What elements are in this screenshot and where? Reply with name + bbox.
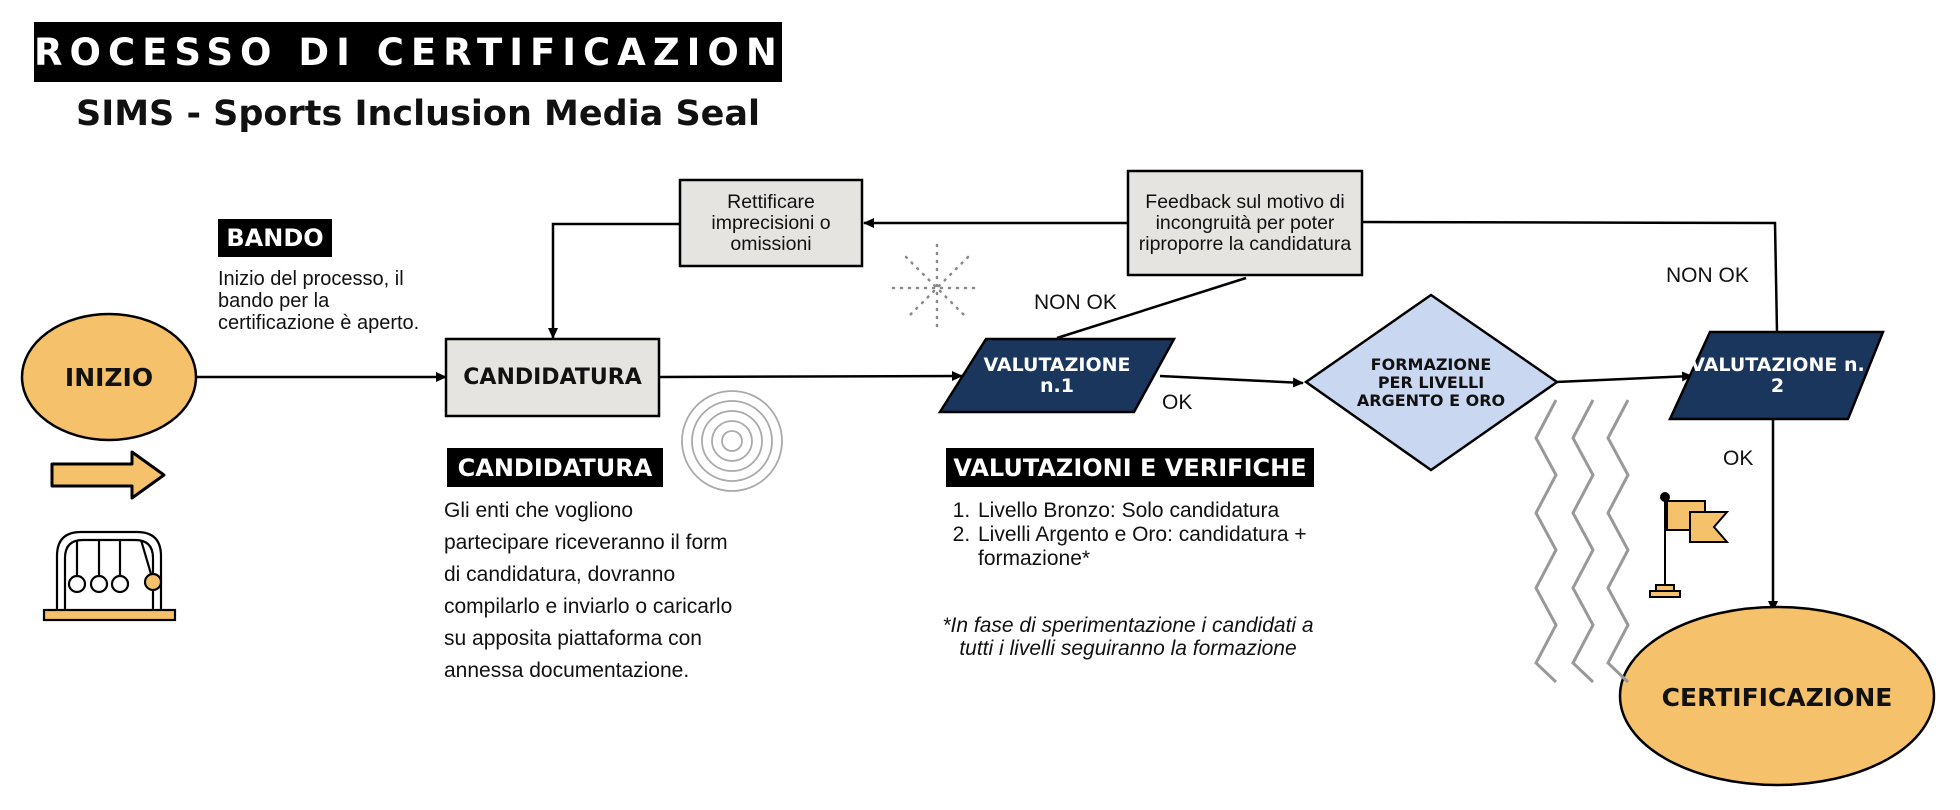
candidatura-node bbox=[444, 337, 661, 418]
sparkle-icon bbox=[891, 243, 983, 334]
feedback-label: Feedback sul motivo di incongruità per p… bbox=[1138, 190, 1352, 255]
edge-valutazione1-feedback bbox=[1056, 276, 1247, 340]
rettificare-node bbox=[678, 178, 864, 268]
valutazione1-node bbox=[937, 337, 1177, 414]
formazione-label: FORMAZIONE PER LIVELLI ARGENTO E ORO bbox=[1356, 355, 1506, 410]
edge-label-ok-2: OK bbox=[1723, 447, 1754, 470]
page-subtitle: SIMS - Sports Inclusion Media Seal bbox=[76, 94, 761, 134]
edge-rettificare-candidatura bbox=[548, 222, 680, 339]
valutazioni-note: *In fase di sperimentazione i candidati … bbox=[942, 614, 1314, 660]
candidatura-heading: CANDIDATURA bbox=[447, 448, 663, 487]
target-icon bbox=[681, 390, 783, 492]
rettificare-label: Rettificare imprecisioni o omissioni bbox=[711, 190, 831, 255]
newton-cradle-icon bbox=[42, 530, 177, 622]
valutazione2-node bbox=[1668, 330, 1885, 421]
edge-valutazione2-feedback bbox=[1361, 220, 1779, 333]
edge-label-non-ok-2: NON OK bbox=[1666, 264, 1749, 287]
bando-text: Inizio del processo, il bando per la cer… bbox=[218, 268, 420, 334]
inizio-node bbox=[20, 312, 198, 442]
valutazioni-heading: VALUTAZIONI E VERIFICHE bbox=[946, 448, 1314, 487]
edge-label-non-ok-1: NON OK bbox=[1034, 291, 1117, 314]
page-title: PROCESSO DI CERTIFICAZIONE bbox=[0, 22, 809, 82]
inizio-label: INIZIO bbox=[64, 362, 154, 392]
formazione-node bbox=[1303, 293, 1560, 472]
flag-icon bbox=[1649, 492, 1730, 598]
candidatura-text: Gli enti che vogliono partecipare riceve… bbox=[444, 499, 733, 682]
valutazione1-label: VALUTAZIONE n.1 bbox=[983, 353, 1131, 397]
edge-label-ok-1: OK bbox=[1162, 391, 1193, 414]
feedback-node bbox=[1126, 169, 1364, 277]
list-item: Livelli Argento e Oro: candidatura + for… bbox=[976, 523, 1326, 571]
valutazioni-list: Livello Bronzo: Solo candidatura Livelli… bbox=[946, 499, 1326, 571]
list-item: Livello Bronzo: Solo candidatura bbox=[976, 499, 1326, 523]
edge-valutazione1-formazione bbox=[1159, 374, 1304, 388]
edge-candidatura-valutazione1 bbox=[658, 371, 963, 382]
certificazione-node bbox=[1618, 605, 1936, 787]
candidatura-label: CANDIDATURA bbox=[463, 365, 642, 390]
zigzag-decoration bbox=[1534, 399, 1630, 684]
arrow-right-icon bbox=[50, 450, 166, 500]
bando-heading: BANDO bbox=[218, 219, 332, 257]
certificazione-label: CERTIFICAZIONE bbox=[1661, 682, 1893, 712]
valutazione2-label: VALUTAZIONE n. 2 bbox=[1690, 353, 1865, 397]
edge-formazione-valutazione2 bbox=[1555, 371, 1693, 384]
